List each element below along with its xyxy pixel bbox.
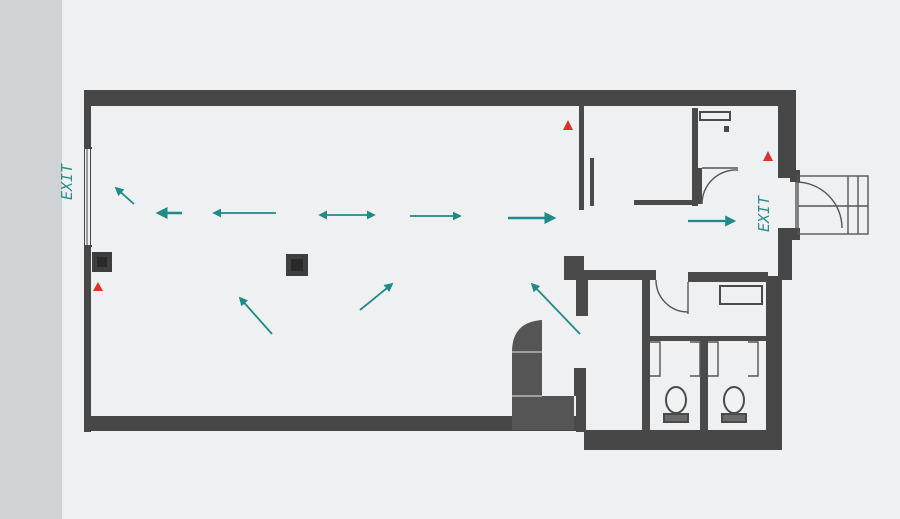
arrow-upleft-lower: [238, 296, 273, 335]
stall-top-wall: [650, 336, 766, 341]
interior-walls: [564, 106, 768, 432]
wall-bottom-right: [584, 430, 782, 450]
column-icon: [92, 252, 112, 272]
toilet-icon: [721, 386, 747, 423]
outer-walls: [84, 90, 800, 450]
room-b-inner-wall: [698, 168, 702, 204]
exit-label-left: EXIT: [58, 163, 76, 200]
room-a-door-jamb: [590, 158, 594, 206]
wall-right-upper: [778, 96, 796, 178]
room-b-fixture: [699, 111, 731, 121]
restroom-door-swing: [655, 279, 689, 313]
evacuation-arrows: [114, 186, 737, 335]
room-b-fixture-2: [724, 126, 729, 132]
wall-entry-jamb-bottom: [790, 228, 800, 240]
arrow-upright-lower: [359, 282, 394, 311]
room-b-bottom-wall: [634, 200, 698, 205]
fire-extinguisher-icon: [563, 120, 573, 130]
stall-divider: [700, 338, 708, 430]
restroom-inner-wall: [642, 280, 650, 430]
entry-door-swing: [795, 181, 843, 229]
wall-right-lower: [766, 276, 782, 450]
room-b-door-swing: [701, 169, 739, 205]
wall-left: [84, 90, 91, 432]
wall-right-mid: [778, 228, 792, 280]
entry-steps: [797, 175, 869, 235]
column-icon: [286, 254, 308, 276]
toilet-icon: [663, 386, 689, 423]
stall-doors: [650, 167, 843, 377]
paper-sheet: [55, 0, 900, 519]
arrow-upleft-exit: [114, 186, 135, 205]
fire-extinguisher-icon: [93, 282, 103, 291]
room-b-left-wall: [692, 108, 698, 206]
room-a-left-wall: [579, 106, 584, 210]
restroom-left-wall: [576, 270, 588, 316]
restroom-top-wall-right: [688, 272, 768, 282]
restroom-left-wall-low: [576, 368, 586, 432]
wall-entry-jamb-top: [790, 170, 800, 182]
counter-wall-stub: [574, 368, 586, 396]
restroom-top-wall: [576, 270, 656, 280]
wall-top: [84, 90, 796, 106]
arrow-upleft-restroom: [530, 282, 581, 335]
stall-fixture: [719, 285, 763, 305]
fire-extinguisher-icon: [763, 151, 773, 161]
paper-shadow: [0, 0, 62, 519]
exit-label-right: EXIT: [755, 195, 773, 232]
counter-booth: [512, 320, 574, 430]
wall-bottom: [84, 416, 584, 431]
